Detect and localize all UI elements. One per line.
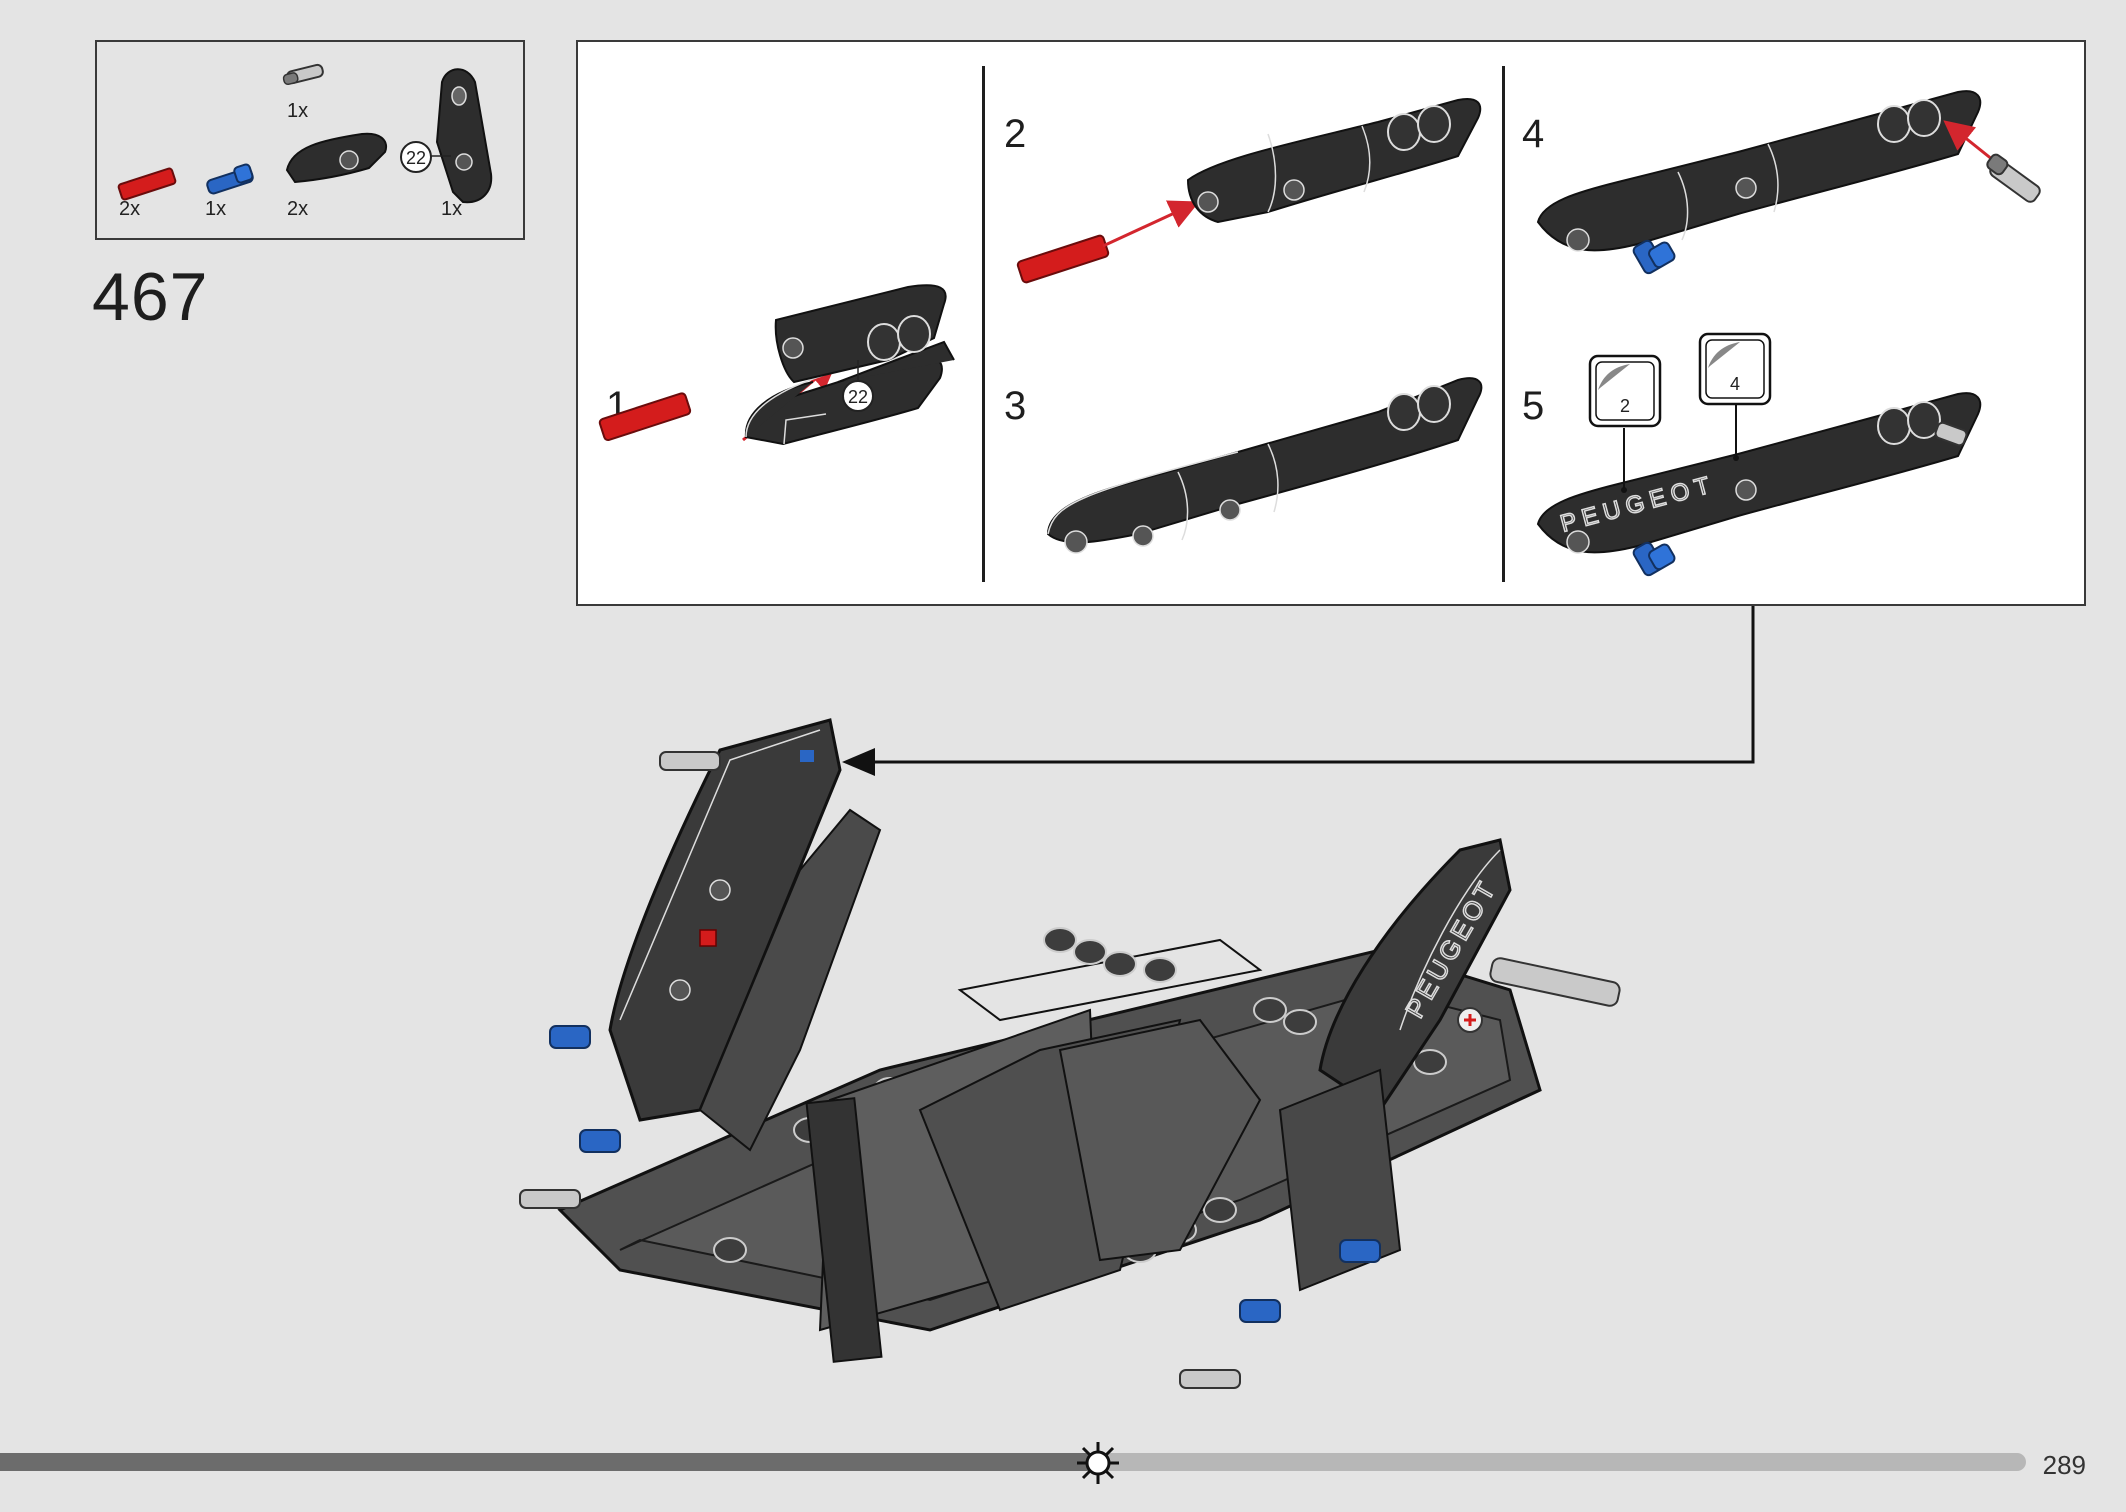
blue-pin-icon bbox=[1632, 239, 1676, 275]
step-number: 467 bbox=[92, 259, 209, 335]
subassembly-panel: 1 2 3 4 5 22 bbox=[576, 40, 2086, 606]
blue-pin-icon bbox=[1239, 1239, 1381, 1323]
svg-text:4: 4 bbox=[1730, 374, 1740, 394]
panel-divider bbox=[1502, 66, 1505, 582]
substep-label: 5 bbox=[1522, 384, 1545, 428]
gray-pin-icon bbox=[1986, 153, 2041, 203]
page-number: 289 bbox=[2042, 1450, 2086, 1480]
blue-pin-icon bbox=[1632, 541, 1676, 577]
main-assembly-art: PEUGEOT bbox=[519, 718, 1621, 1389]
part-qty: 2x bbox=[119, 198, 141, 220]
dark-panel-icon bbox=[1536, 392, 1982, 554]
substep-1-art: 22 bbox=[598, 284, 955, 446]
part-callout-badge: 22 bbox=[400, 141, 432, 173]
substep-5-art: PEUGEOT 2 4 bbox=[1536, 332, 1982, 577]
part-qty: 2x bbox=[287, 198, 309, 220]
svg-text:22: 22 bbox=[848, 387, 868, 407]
red-axle-icon bbox=[1016, 234, 1110, 284]
substep-label: 3 bbox=[1004, 384, 1027, 428]
dark-panel-icon bbox=[1536, 90, 1982, 252]
sticker-badge: 4 bbox=[1698, 332, 1772, 406]
insert-arrow bbox=[1102, 200, 1200, 248]
red-axle-icon bbox=[598, 392, 692, 442]
parts-list-art: 22 bbox=[117, 63, 493, 204]
substep-label: 2 bbox=[1004, 112, 1027, 156]
substep-4-art bbox=[1536, 90, 2041, 275]
gray-pin-icon bbox=[282, 63, 324, 86]
parts-list-box: 22 1x 2x 1x 2x 1x bbox=[95, 40, 525, 240]
panel-divider bbox=[982, 66, 985, 582]
part-qty: 1x bbox=[287, 100, 309, 122]
substep-2-art bbox=[1016, 98, 1482, 284]
part-qty: 1x bbox=[205, 198, 227, 220]
blue-pin-icon bbox=[549, 1025, 621, 1153]
svg-text:2: 2 bbox=[1620, 396, 1630, 416]
red-axle-icon bbox=[117, 167, 177, 201]
substep-art: 22 bbox=[598, 90, 2041, 577]
dark-panel-icon bbox=[285, 132, 387, 184]
progress-bar bbox=[0, 1453, 2026, 1471]
part-qty: 1x bbox=[441, 198, 463, 220]
blue-pin-icon bbox=[206, 163, 254, 195]
sun-icon bbox=[1077, 1442, 1119, 1484]
substep-3-art bbox=[1046, 377, 1483, 554]
sticker-badge: 2 bbox=[1588, 354, 1662, 428]
dark-fairing-icon bbox=[431, 68, 493, 204]
svg-text:22: 22 bbox=[406, 148, 426, 168]
substep-label: 4 bbox=[1522, 112, 1545, 156]
part-callout-badge bbox=[842, 380, 874, 412]
